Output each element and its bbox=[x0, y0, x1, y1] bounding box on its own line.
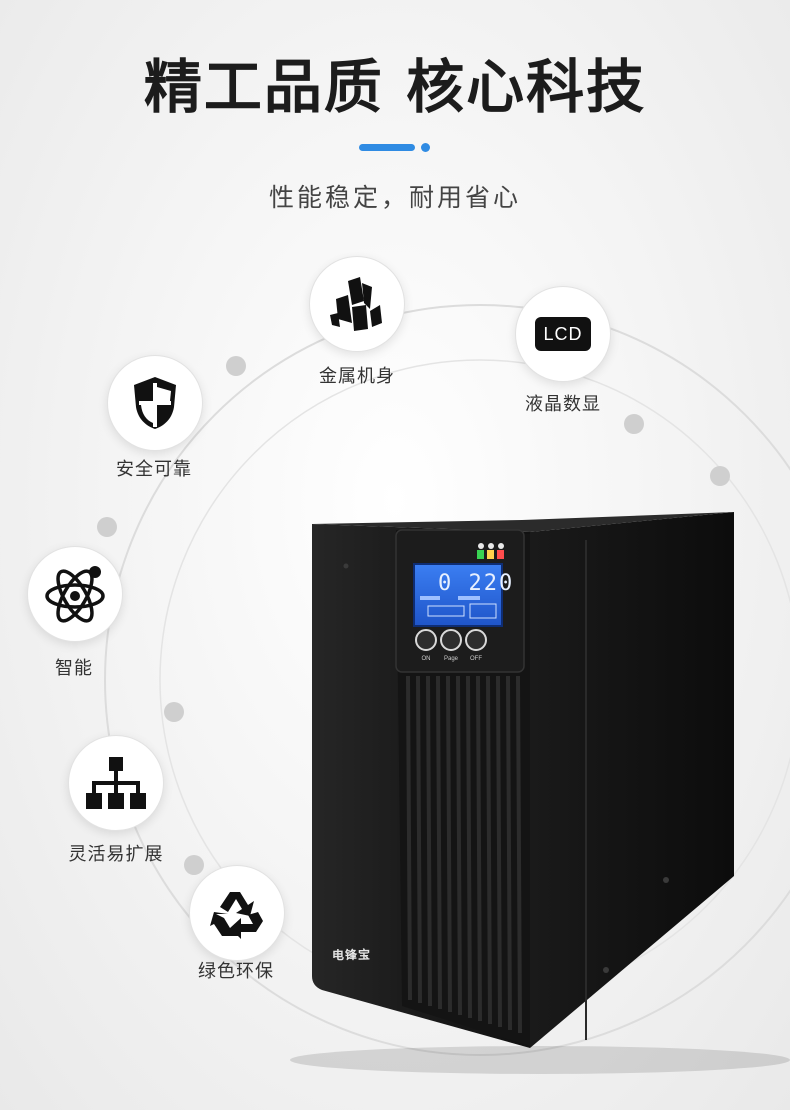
page-title: 精工品质 核心科技 bbox=[143, 53, 647, 121]
lcd-icon: LCD bbox=[515, 286, 611, 382]
feature-label-safety: 安全可靠 bbox=[116, 459, 192, 480]
page-subtitle: 性能稳定，耐用省心 bbox=[268, 183, 521, 212]
orbit-dot bbox=[164, 702, 184, 722]
page-button-label: Page bbox=[444, 656, 459, 662]
accent-dot bbox=[421, 143, 430, 152]
lcd-icon-text: LCD bbox=[543, 323, 583, 344]
recycle-icon bbox=[189, 865, 285, 961]
orbit-dot bbox=[226, 356, 246, 376]
atom-icon bbox=[27, 546, 123, 642]
lcd-reading: 0 220 bbox=[438, 571, 515, 596]
outer-orbit bbox=[104, 304, 790, 1056]
feature-label-lcd: 液晶数显 bbox=[525, 394, 601, 415]
feature-label-metal: 金属机身 bbox=[319, 366, 395, 387]
lcd-icon-badge: LCD bbox=[535, 317, 591, 351]
page-button[interactable] bbox=[440, 629, 462, 651]
led-green bbox=[477, 550, 484, 559]
on-button-label: ON bbox=[422, 656, 431, 662]
on-button[interactable] bbox=[415, 629, 437, 651]
orbit-dot bbox=[184, 855, 204, 875]
brand-logo: 电锋宝 bbox=[332, 947, 372, 963]
feature-label-expand: 灵活易扩展 bbox=[68, 844, 164, 865]
feature-label-smart: 智能 bbox=[55, 658, 93, 679]
led-red bbox=[497, 550, 504, 559]
accent-bar bbox=[359, 144, 415, 151]
orbit-dot bbox=[710, 466, 730, 486]
vent-grille bbox=[406, 675, 522, 1034]
feature-label-green: 绿色环保 bbox=[198, 961, 274, 982]
network-hierarchy-icon bbox=[68, 735, 164, 831]
off-button[interactable] bbox=[465, 629, 487, 651]
shield-icon bbox=[107, 355, 203, 451]
ups-top-edge bbox=[312, 512, 734, 532]
orbit-dot bbox=[97, 517, 117, 537]
metal-crystal-icon bbox=[309, 256, 405, 352]
led-yellow bbox=[487, 550, 494, 559]
orbit-dot bbox=[624, 414, 644, 434]
ups-shadow bbox=[290, 1046, 790, 1074]
off-button-label: OFF bbox=[470, 656, 482, 662]
ups-side-panel bbox=[530, 512, 734, 1048]
